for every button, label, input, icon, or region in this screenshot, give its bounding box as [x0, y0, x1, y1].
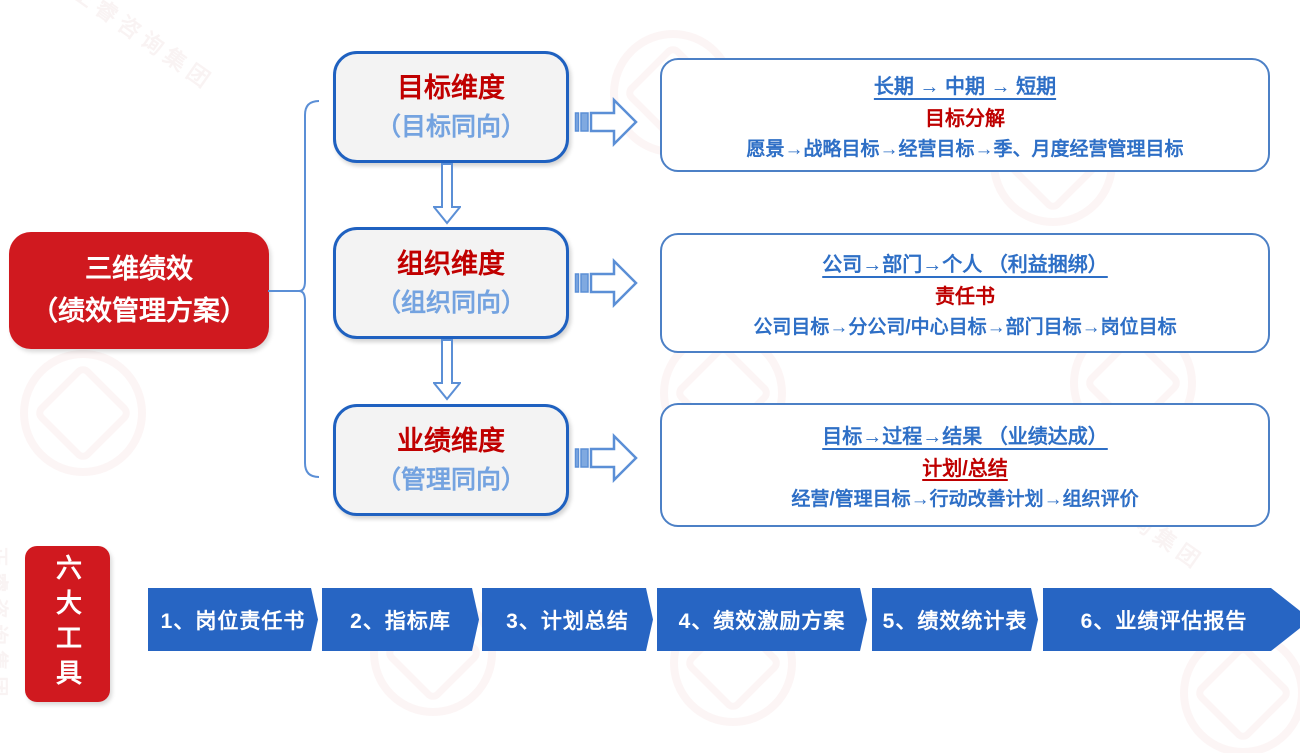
brace-connector [268, 100, 320, 478]
tool-item-label: 2、指标库 [350, 609, 451, 633]
tool-item-4: 4、绩效激励方案 [657, 588, 867, 651]
dimension-subtitle: （目标同向） [375, 112, 526, 141]
tool-item-label: 1、岗位责任书 [160, 609, 306, 633]
tool-item-label: 4、绩效激励方案 [678, 609, 846, 633]
tool-item-1: 1、岗位责任书 [148, 588, 318, 651]
tool-item-3: 3、计划总结 [482, 588, 653, 651]
tool-item-5: 5、绩效统计表 [872, 588, 1038, 651]
dimension-subtitle: （管理同向） [375, 465, 526, 494]
detail-chain: 经营/管理目标→行动改善计划→组织评价 [791, 488, 1139, 510]
tool-item-label: 6、业绩评估报告 [1080, 609, 1248, 633]
down-arrow-icon [433, 339, 461, 401]
dimension-box-organization: 组织维度 （组织同向） [333, 227, 569, 339]
detail-keyword: 责任书 [935, 285, 995, 308]
tool-item-label: 5、绩效统计表 [882, 609, 1028, 633]
dimension-title: 目标维度 [397, 73, 505, 103]
dimension-title: 组织维度 [397, 249, 505, 279]
right-arrow-icon [574, 257, 638, 309]
dimension-box-goal: 目标维度 （目标同向） [333, 51, 569, 163]
tools-label: 六大工具 [52, 554, 83, 694]
dimension-subtitle: （组织同向） [375, 288, 526, 317]
detail-box-goal: 长期 → 中期 → 短期 目标分解 愿景→战略目标→经营目标→季、月度经营管理目… [660, 58, 1270, 172]
dimension-title: 业绩维度 [397, 426, 505, 456]
main-title-box: 三维绩效 （绩效管理方案） [9, 232, 269, 349]
detail-chain: 愿景→战略目标→经营目标→季、月度经营管理目标 [746, 138, 1184, 160]
tool-item-2: 2、指标库 [322, 588, 479, 651]
detail-box-performance: 目标→过程→结果 （业绩达成） 计划/总结 经营/管理目标→行动改善计划→组织评… [660, 403, 1270, 527]
tool-item-6: 6、业绩评估报告 [1043, 588, 1300, 651]
watermark-brand-text: 正睿咨询集团 [67, 0, 220, 96]
detail-chain: 公司目标→分公司/中心目标→部门目标→岗位目标 [753, 316, 1177, 338]
down-arrow-icon [433, 163, 461, 225]
right-arrow-icon [574, 96, 638, 148]
dimension-box-performance: 业绩维度 （管理同向） [333, 404, 569, 516]
main-subtitle: （绩效管理方案） [31, 295, 247, 326]
detail-headline: 长期 → 中期 → 短期 [873, 75, 1057, 98]
detail-keyword: 目标分解 [925, 107, 1005, 130]
detail-headline: 公司→部门→个人 （利益捆绑） [822, 253, 1108, 276]
tools-label-box: 六大工具 [25, 546, 110, 702]
tool-item-label: 3、计划总结 [506, 609, 629, 633]
watermark-logo-icon [20, 350, 146, 476]
detail-headline: 目标→过程→结果 （业绩达成） [822, 425, 1108, 448]
detail-box-organization: 公司→部门→个人 （利益捆绑） 责任书 公司目标→分公司/中心目标→部门目标→岗… [660, 233, 1270, 353]
watermark-brand-text: 正睿咨询集团 [0, 546, 9, 703]
right-arrow-icon [574, 432, 638, 484]
detail-keyword: 计划/总结 [922, 457, 1008, 480]
main-title: 三维绩效 [85, 253, 193, 284]
